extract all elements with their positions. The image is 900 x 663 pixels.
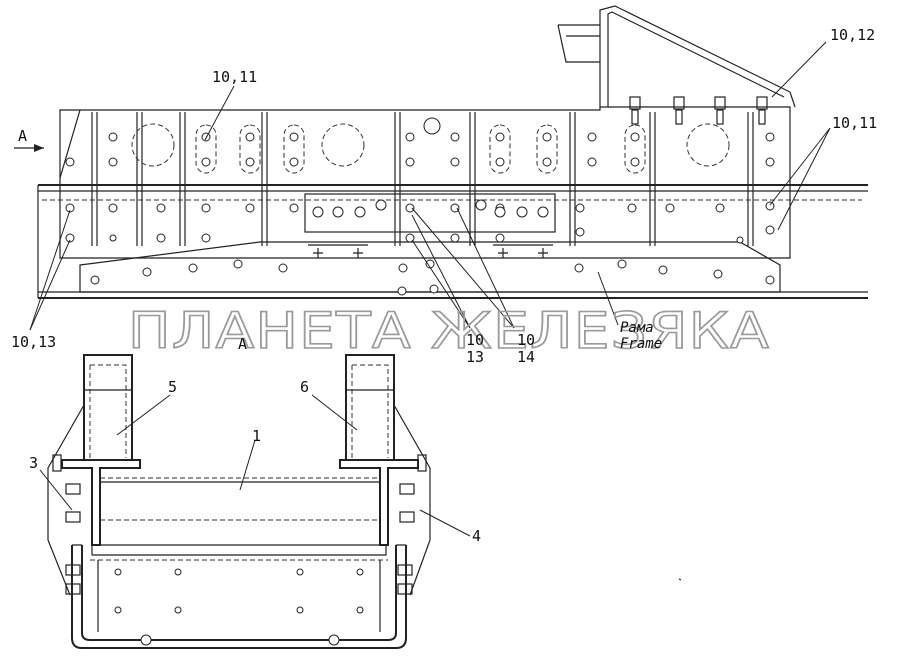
part-label-6: 6	[300, 378, 309, 396]
callout-10-13-stack-bottom: 13	[466, 348, 484, 366]
callout-10-11-top: 10,11	[212, 68, 257, 86]
leader-lines	[29, 41, 831, 537]
bolt-holes	[65, 132, 775, 296]
part-label-1: 1	[252, 427, 261, 445]
section-view-label: A	[238, 335, 247, 353]
callout-10-14-stack-top: 10	[517, 331, 535, 349]
callout-10-13: 10,13	[11, 333, 56, 351]
callout-10-14-stack-bottom: 14	[517, 348, 535, 366]
slots	[195, 124, 646, 174]
part-label-5: 5	[168, 378, 177, 396]
callout-10-12: 10,12	[830, 26, 875, 44]
section-view	[47, 354, 682, 649]
part-label-4: 4	[472, 527, 481, 545]
callout-10-11-right: 10,11	[832, 114, 877, 132]
watermark-text: ПЛАНЕТА ЖЕЛЕЗЯКА	[128, 302, 770, 360]
top-bolts	[629, 96, 768, 125]
part-label-3: 3	[29, 454, 38, 472]
stiffeners	[91, 112, 754, 246]
frame-label-en: Frame	[620, 336, 662, 352]
view-arrow-label: A	[18, 127, 27, 145]
side-view	[14, 5, 868, 299]
frame-label-ru: Рама	[620, 320, 654, 336]
callout-10-13-stack-top: 10	[466, 331, 484, 349]
